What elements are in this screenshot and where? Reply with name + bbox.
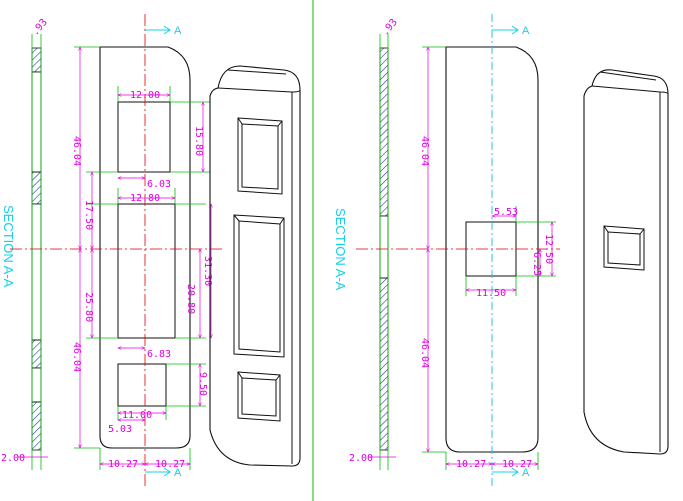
right-thickness-label: 2.00 bbox=[349, 453, 373, 464]
dim-window-width: 11.50 bbox=[476, 288, 506, 299]
left-mid-window bbox=[117, 203, 176, 339]
left-top-window bbox=[117, 101, 171, 173]
right-section-label: SECTION A-A bbox=[333, 208, 348, 291]
left-section-strip bbox=[31, 34, 42, 470]
right-front-body bbox=[445, 46, 539, 453]
dim-mid-window-width: 12.80 bbox=[130, 193, 160, 204]
left-bottom-window bbox=[117, 363, 167, 407]
dim-lower-half-length: 46.04 bbox=[71, 342, 82, 372]
dim-bottom-window-width: 11.00 bbox=[122, 410, 152, 421]
left-view: .93 2.00 SECTION A-A A A bbox=[1, 14, 301, 488]
right-section-strip bbox=[379, 34, 389, 470]
right-section-marker-top: A bbox=[522, 25, 530, 37]
dim-right-lower-half: 46.04 bbox=[419, 338, 430, 368]
left-isometric-view bbox=[209, 65, 301, 467]
dim-bottom-window-offset: 5.03 bbox=[108, 424, 132, 435]
dim-half-width-right: 10.27 bbox=[155, 459, 185, 470]
left-extension-lines bbox=[74, 46, 210, 470]
left-section-label: SECTION A-A bbox=[1, 205, 16, 288]
right-extension-lines bbox=[422, 46, 556, 470]
dim-top-window-offset: 6.03 bbox=[147, 179, 171, 190]
dim-right-half-width-right: 10.27 bbox=[502, 459, 532, 470]
dim-right-half-width-left: 10.27 bbox=[456, 459, 486, 470]
left-section-marker-bottom: A bbox=[174, 467, 182, 479]
dim-top-window-width: 12.00 bbox=[130, 90, 160, 101]
right-section-marker-bottom: A bbox=[522, 467, 530, 479]
left-angle-label: .93 bbox=[30, 17, 50, 38]
dim-mid-window-offset: 6.83 bbox=[147, 349, 171, 360]
right-dimension-lines bbox=[428, 47, 552, 464]
right-isometric-view bbox=[583, 69, 669, 455]
dim-right-upper-half: 46.04 bbox=[419, 136, 430, 166]
dim-mid-window-height: 20.80 bbox=[185, 284, 196, 314]
dim-upper-gap: 17.50 bbox=[83, 200, 94, 230]
dim-mid-window-total: 31.30 bbox=[202, 256, 213, 286]
left-front-body bbox=[99, 46, 191, 449]
dim-half-width-left: 10.27 bbox=[108, 459, 138, 470]
right-view: .93 2.00 SECTION A-A A A bbox=[333, 14, 669, 488]
left-section-marker-top: A bbox=[174, 25, 182, 37]
right-angle-label: .93 bbox=[380, 17, 400, 38]
dim-bottom-window-height: 9.50 bbox=[197, 372, 208, 396]
left-thickness-label: 2.00 bbox=[1, 453, 25, 464]
dim-upper-half-length: 46.04 bbox=[71, 136, 82, 166]
dim-lower-gap: 25.80 bbox=[83, 292, 94, 322]
dim-window-half-height: 6.25 bbox=[531, 252, 542, 276]
dim-window-offset: 5.53 bbox=[494, 207, 518, 218]
dim-window-height: 12.50 bbox=[543, 234, 554, 264]
dim-top-window-height: 15.80 bbox=[193, 126, 204, 156]
left-dimension-lines bbox=[80, 47, 211, 464]
